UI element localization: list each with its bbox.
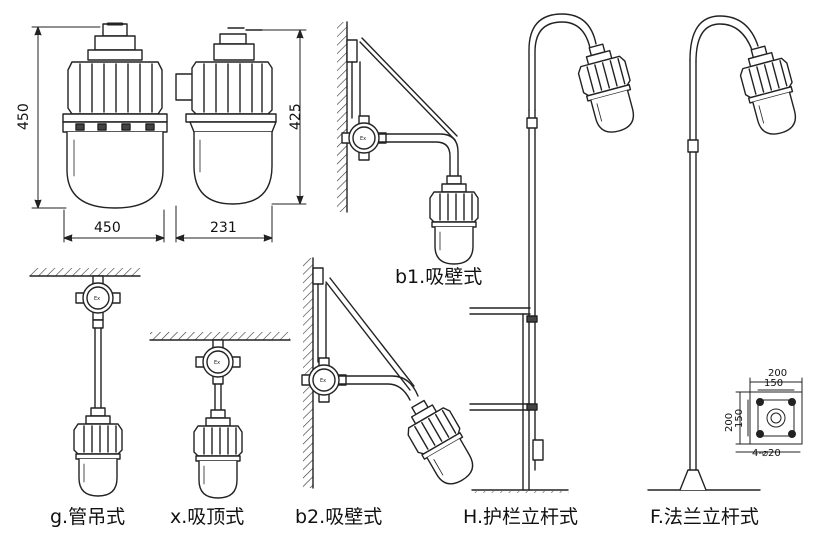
front-width-label: 450	[94, 220, 121, 236]
caption-g: g.管吊式	[50, 506, 126, 528]
wall-mount-b1	[337, 21, 479, 265]
flange-plate-detail	[735, 377, 803, 453]
flange-holes-label: 4-⌀20	[752, 448, 781, 459]
front-view-lamp	[62, 22, 168, 209]
pipe-pendant-g	[29, 268, 141, 497]
side-width-label: 231	[210, 220, 237, 236]
front-width-dimension	[63, 209, 165, 243]
side-height-label: 425	[288, 103, 304, 130]
caption-h: H.护栏立杆式	[463, 506, 578, 528]
wall-mount-b2	[301, 257, 484, 493]
ceiling-mount-x	[149, 332, 291, 499]
flange-inner-label: 150	[764, 378, 784, 389]
front-height-dimension	[31, 26, 101, 209]
caption-b1: b1.吸壁式	[395, 266, 483, 288]
side-width-dimension	[175, 205, 273, 243]
caption-x: x.吸顶式	[170, 506, 245, 528]
side-height-dimension	[255, 29, 307, 205]
flange-inner-vertical-label: 150	[734, 408, 745, 428]
guardrail-pole-h	[469, 13, 643, 493]
flange-outer-label: 200	[768, 368, 788, 379]
caption-b2: b2.吸壁式	[295, 506, 383, 528]
flange-pole-f	[647, 15, 805, 491]
front-height-label: 450	[16, 103, 32, 130]
caption-f: F.法兰立杆式	[650, 506, 759, 528]
side-view-lamp	[175, 27, 277, 205]
